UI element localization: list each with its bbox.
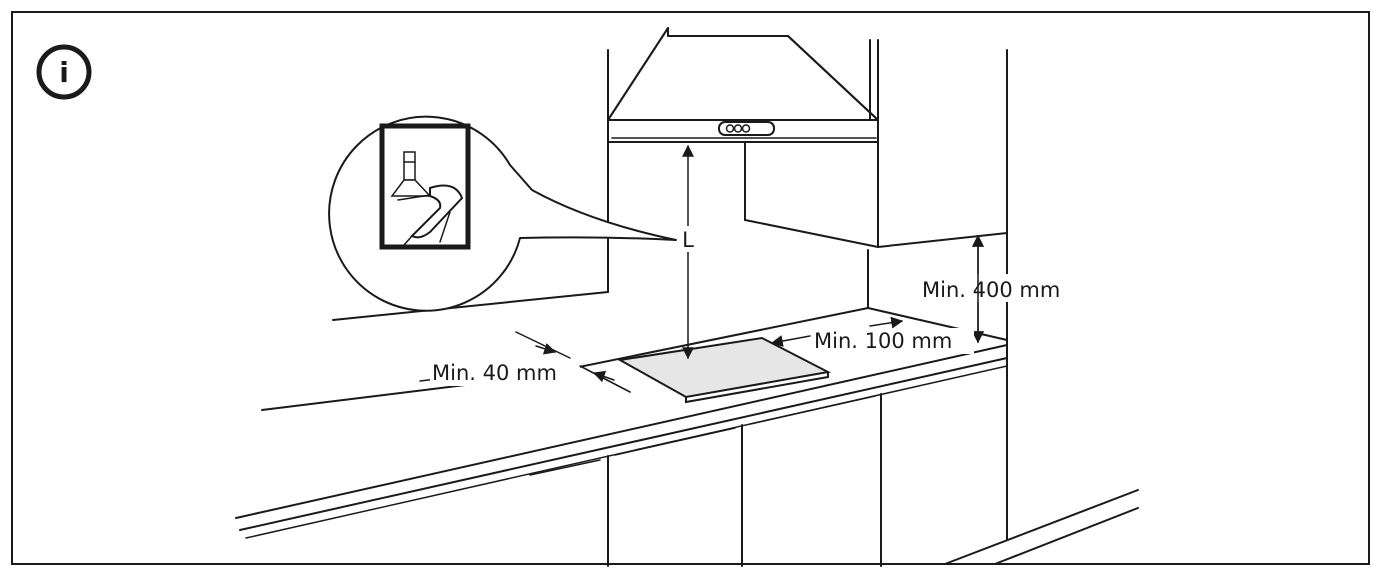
label-l: L [682,228,694,252]
left-wall [332,49,609,321]
label-min-400: Min. 400 mm [922,278,1060,302]
dimension-arrow-100-left [770,335,811,347]
info-icon: i [36,44,92,100]
hob [616,336,832,404]
label-min-100: Min. 100 mm [814,329,952,353]
dimension-arrow-100-right [869,316,904,329]
hood-control-panel [718,121,775,136]
label-min-40: Min. 40 mm [432,361,557,385]
warning-sticker-icon [390,151,464,246]
base-cabinets [529,393,882,567]
diagram-frame [11,11,1370,565]
floor-lines [944,489,1139,565]
info-icon-glyph: i [59,56,69,89]
detail-callout [328,115,677,312]
